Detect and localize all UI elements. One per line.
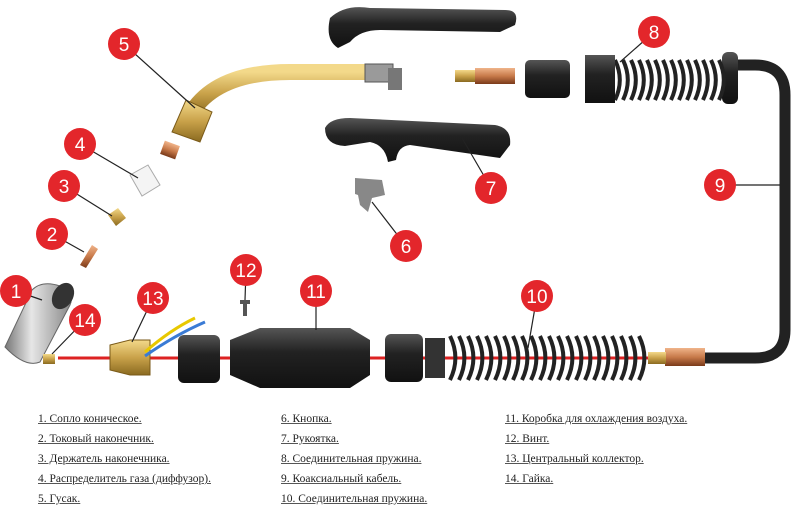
legend-item: 11. Коробка для охлаждения воздуха. (505, 413, 688, 425)
legend-item: 6. Кнопка. (281, 413, 332, 425)
spring-coils (448, 335, 647, 381)
part-badge-6: 6 (390, 230, 422, 262)
legend-item: 13. Центральный коллектор. (505, 453, 644, 465)
coaxial-cable (700, 59, 791, 364)
legend-item: 3. Держатель наконечника. (38, 453, 170, 465)
central-connector (109, 339, 151, 376)
part-badge-7: 7 (475, 172, 507, 204)
svg-text:10: 10 (526, 287, 547, 308)
part-badge-13: 13 (137, 282, 169, 314)
part-badge-12: 12 (230, 254, 262, 286)
handle (325, 118, 511, 162)
part-badge-14: 14 (69, 304, 101, 336)
svg-text:8: 8 (649, 23, 660, 44)
svg-text:1: 1 (11, 282, 22, 303)
button (355, 178, 385, 212)
svg-text:2: 2 (47, 225, 58, 246)
svg-text:4: 4 (75, 135, 86, 156)
svg-text:3: 3 (59, 177, 70, 198)
svg-text:5: 5 (119, 35, 130, 56)
svg-text:12: 12 (235, 261, 256, 282)
connecting-spring-8 (613, 59, 726, 101)
legend-item: 10. Соединительная пружина. (281, 493, 428, 505)
legend-item: 2. Токовый наконечник. (38, 433, 154, 445)
gas-diffuser (129, 164, 161, 197)
legend-item: 1. Сопло коническое. (38, 413, 142, 425)
part-badge-2: 2 (36, 218, 68, 250)
handle-top-half (328, 7, 517, 48)
contact-tip (80, 245, 98, 268)
part-badge-5: 5 (108, 28, 140, 60)
svg-text:13: 13 (142, 289, 163, 310)
air-cooling-box (230, 328, 370, 388)
svg-text:7: 7 (486, 179, 497, 200)
legend-item: 14. Гайка. (505, 473, 554, 485)
part-badge-10: 10 (521, 280, 553, 312)
legend-item: 4. Распределитель газа (диффузор). (38, 473, 211, 485)
part-badge-3: 3 (48, 170, 80, 202)
part-badge-9: 9 (704, 169, 736, 201)
legend-item: 8. Соединительная пружина. (281, 453, 422, 465)
legend-item: 12. Винт. (505, 433, 550, 445)
tip-holder (108, 208, 126, 226)
gooseneck (183, 64, 365, 120)
part-badge-8: 8 (638, 16, 670, 48)
legend-item: 9. Коаксиальный кабель. (281, 473, 402, 485)
legend-item: 7. Рукоятка. (281, 433, 339, 445)
screw (240, 300, 250, 316)
part-badge-4: 4 (64, 128, 96, 160)
part-badge-1: 1 (0, 275, 32, 307)
part-badge-11: 11 (300, 275, 332, 307)
connecting-spring-10 (448, 335, 647, 381)
svg-text:9: 9 (715, 176, 726, 197)
nut (43, 354, 55, 364)
svg-text:11: 11 (306, 282, 326, 303)
legend-item: 5. Гусак. (38, 493, 81, 505)
svg-text:14: 14 (74, 311, 96, 332)
svg-text:6: 6 (401, 237, 412, 258)
spring-coils (613, 59, 726, 101)
